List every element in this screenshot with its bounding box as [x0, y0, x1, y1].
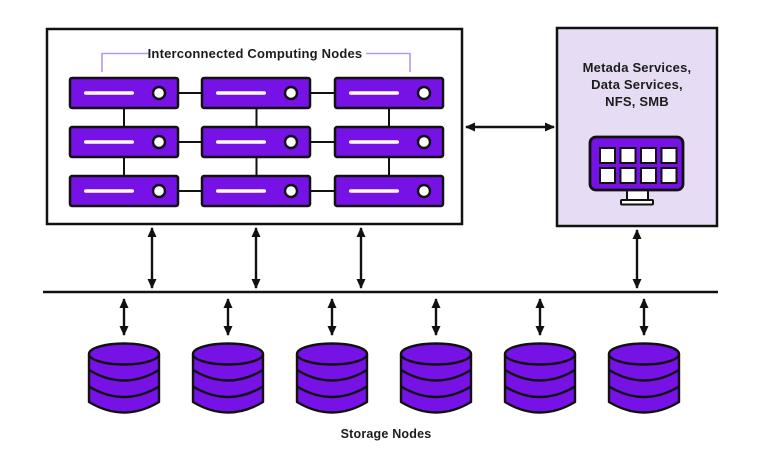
monitor-icon: [588, 135, 685, 206]
server-node-icon: [68, 76, 180, 110]
computing-cluster-title: Interconnected Computing Nodes: [147, 46, 363, 61]
server-node-icon: [200, 174, 312, 208]
services-label-line3: NFS, SMB: [605, 94, 669, 109]
database-icon: [87, 342, 161, 414]
storage-node-row: [87, 342, 681, 414]
server-node-icon: [333, 174, 445, 208]
bus-storage-arrows: [119, 298, 649, 336]
services-label-line1: Metada Services,: [582, 60, 692, 75]
services-label-line2: Data Services,: [591, 77, 683, 92]
database-icon: [607, 342, 681, 414]
compute-bus-arrows: [147, 227, 366, 289]
database-icon: [399, 342, 473, 414]
server-node-icon: [333, 125, 445, 159]
title-bracket-right-icon: [366, 52, 411, 72]
database-icon: [295, 342, 369, 414]
database-icon: [191, 342, 265, 414]
server-node-icon: [68, 125, 180, 159]
compute-node-grid: [68, 76, 445, 208]
database-icon: [503, 342, 577, 414]
storage-nodes-label: Storage Nodes: [340, 427, 432, 441]
server-node-icon: [200, 125, 312, 159]
services-box-label: Metada Services, Data Services, NFS, SMB: [557, 59, 717, 110]
monitor-key-grid: [599, 147, 678, 184]
server-node-icon: [333, 76, 445, 110]
title-bracket-left-icon: [101, 52, 150, 72]
server-node-icon: [200, 76, 312, 110]
server-node-icon: [68, 174, 180, 208]
